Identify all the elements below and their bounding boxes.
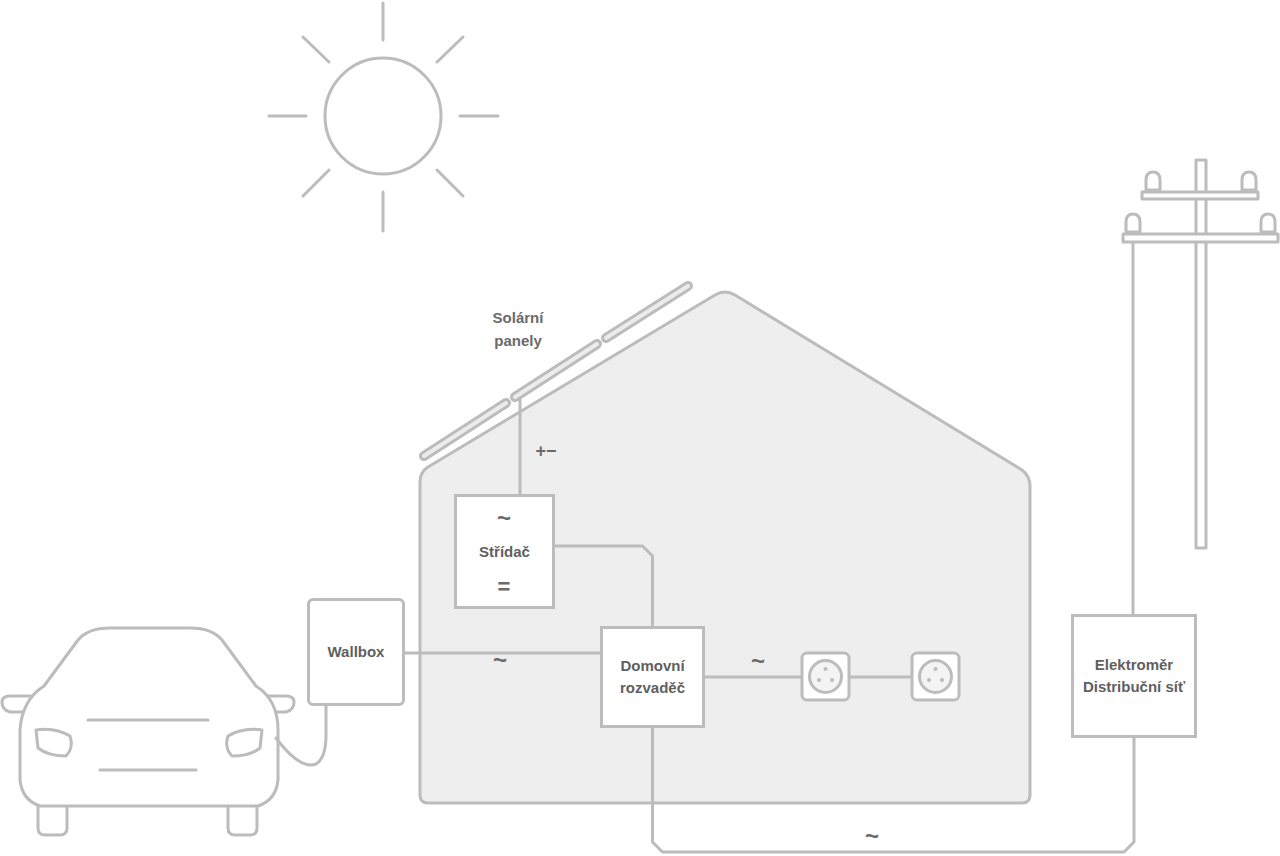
car-icon [2,628,326,835]
house-outline [420,292,1030,803]
ac-symbol: ~ [485,650,515,670]
wallbox-box: Wallbox [307,598,405,706]
dc-wire [519,398,522,495]
ac-symbol: ~ [489,505,519,531]
ac-symbol: ~ [743,648,773,674]
polarity-symbol: +− [526,440,566,462]
power-wire [555,546,653,626]
ac-symbol: ~ [857,826,887,846]
socket-wire [704,676,803,679]
power-wire [653,728,1135,852]
solar-panels [424,286,688,456]
dc-symbol: = [489,574,519,600]
sun-icon [269,3,498,231]
node-label: Domovní rozvaděč [609,655,696,699]
power-pole [1123,160,1278,548]
socket-wire [848,676,913,679]
grid-wire [1132,244,1135,616]
component-label: Solární panely [470,306,566,352]
electricity-meter-box: Elektroměr Distribuční síť [1071,614,1197,738]
node-label: Střídač [479,541,530,563]
node-label: Wallbox [328,641,385,663]
socket-icon [802,653,849,700]
distribution-board-box: Domovní rozvaděč [600,626,705,728]
node-label: Elektroměr Distribuční síť [1080,654,1188,698]
socket-icon [912,653,959,700]
